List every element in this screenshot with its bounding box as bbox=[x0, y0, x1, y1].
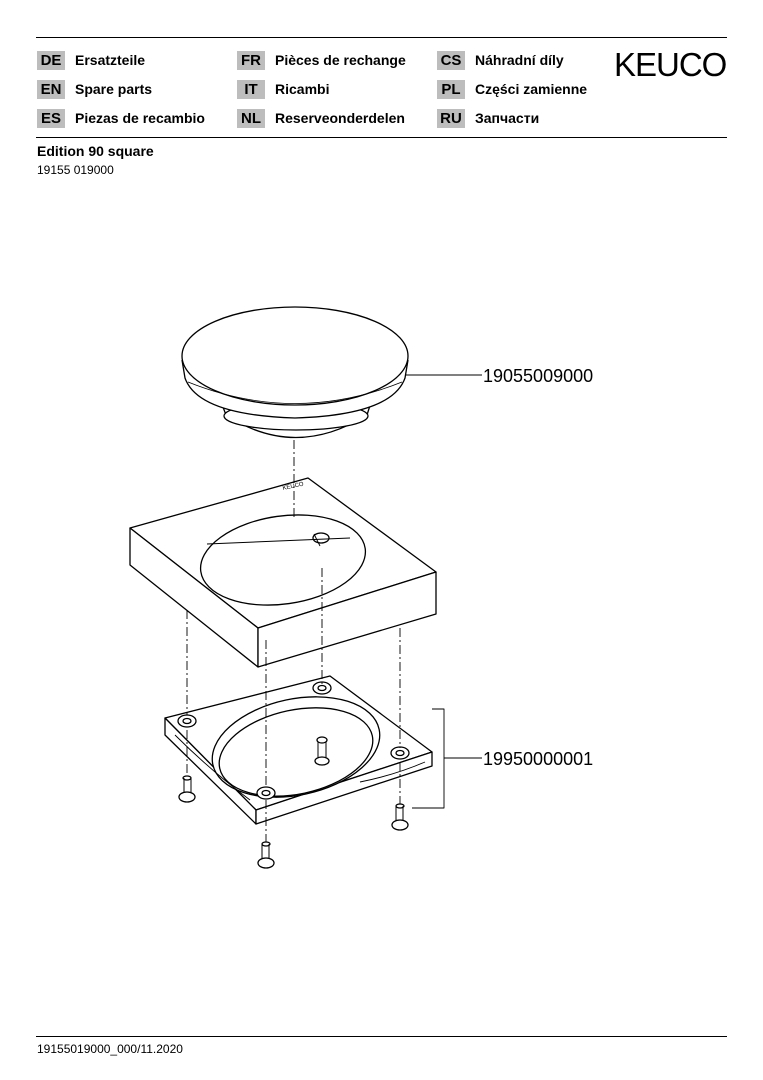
leader-lines bbox=[406, 374, 482, 809]
lang-code: CS bbox=[437, 50, 465, 70]
header-bottom-rule bbox=[36, 137, 727, 138]
lang-code: FR bbox=[237, 50, 265, 70]
lang-label: Reserveonderdelen bbox=[275, 110, 405, 126]
lang-label: Części zamienne bbox=[475, 81, 588, 97]
lang-row-it: IT Ricambi bbox=[237, 79, 329, 99]
plate-engraving: KEUCO bbox=[282, 482, 304, 492]
mounting-bracket-part bbox=[164, 675, 433, 825]
keuco-logo: KEUCO bbox=[614, 46, 727, 83]
lang-code: DE bbox=[37, 50, 65, 70]
assembly-center-lines bbox=[186, 440, 401, 842]
lang-row-es: ES Piezas de recambio bbox=[37, 108, 205, 128]
footer-rule bbox=[36, 1036, 727, 1037]
lang-code: PL bbox=[437, 79, 465, 99]
lang-label: Pièces de rechange bbox=[275, 52, 406, 68]
lang-row-cs: CS Náhradní díly bbox=[437, 50, 564, 70]
lang-code: EN bbox=[37, 79, 65, 99]
lang-code: NL bbox=[237, 108, 265, 128]
lang-code: IT bbox=[237, 79, 265, 99]
document-id: 19155019000_000/11.2020 bbox=[37, 1042, 183, 1056]
screw-center bbox=[257, 841, 275, 869]
lang-label: Ersatzteile bbox=[75, 52, 146, 68]
product-title: Edition 90 square bbox=[37, 143, 154, 159]
header-top-rule bbox=[36, 37, 727, 38]
lang-label: Запчасти bbox=[475, 110, 540, 126]
lang-code: ES bbox=[37, 108, 65, 128]
part-number-mounting-set: 19950000001 bbox=[483, 749, 593, 769]
lang-label: Náhradní díly bbox=[475, 52, 564, 68]
screw-left bbox=[178, 775, 196, 803]
cover-cap-part bbox=[181, 306, 409, 439]
lang-row-nl: NL Reserveonderdelen bbox=[237, 108, 405, 128]
part-number-cover-cap: 19055009000 bbox=[483, 366, 593, 386]
lang-label: Spare parts bbox=[75, 81, 153, 97]
cover-plate-part: KEUCO bbox=[129, 477, 437, 668]
lang-label: Piezas de recambio bbox=[75, 110, 205, 126]
lang-row-en: EN Spare parts bbox=[37, 79, 152, 99]
screw-right bbox=[391, 803, 409, 831]
lang-row-fr: FR Pièces de rechange bbox=[237, 50, 406, 70]
lang-row-de: DE Ersatzteile bbox=[37, 50, 145, 70]
lang-row-ru: RU Запчасти bbox=[437, 108, 539, 128]
lang-row-pl: PL Części zamienne bbox=[437, 79, 587, 99]
lang-label: Ricambi bbox=[275, 81, 330, 97]
lang-code: RU bbox=[437, 108, 465, 128]
article-number: 19155 019000 bbox=[37, 163, 114, 177]
